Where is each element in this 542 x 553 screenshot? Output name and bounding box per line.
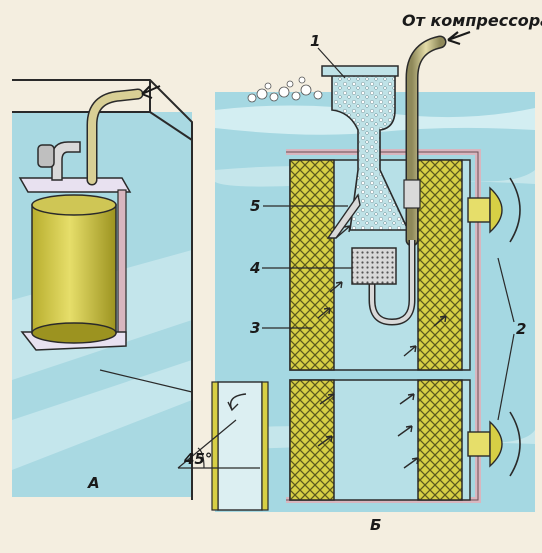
pad-cut-detail: 45°: [177, 381, 269, 511]
filter-cylinder-a: [31, 194, 117, 344]
label-view-a: А: [87, 474, 100, 492]
label-part-3: 3: [250, 319, 260, 337]
air-sprayer: [351, 247, 397, 285]
label-view-b: Б: [370, 516, 381, 534]
surface-bubbles: [247, 76, 323, 103]
air-flow-arrow-a: [141, 85, 161, 99]
suction-cup-lower: [467, 411, 521, 477]
label-part-1: 1: [310, 32, 320, 50]
filter-pad-right-upper: [417, 159, 463, 371]
compressor-arrow: [447, 30, 471, 46]
suction-cup-upper: [467, 177, 521, 243]
label-angle: 45°: [183, 450, 212, 468]
filter-pad-right-lower: [417, 379, 463, 501]
label-part-2: 2: [516, 320, 526, 338]
label-part-5: 5: [250, 197, 260, 215]
water-flow-arrows: [317, 225, 447, 469]
filter-pad-left-upper: [289, 159, 335, 371]
view-a-aquarium: А: [12, 79, 193, 500]
label-compressor: От компрессора: [402, 11, 542, 30]
hanger-bracket-a: [18, 177, 132, 193]
label-part-4: 4: [249, 259, 260, 277]
